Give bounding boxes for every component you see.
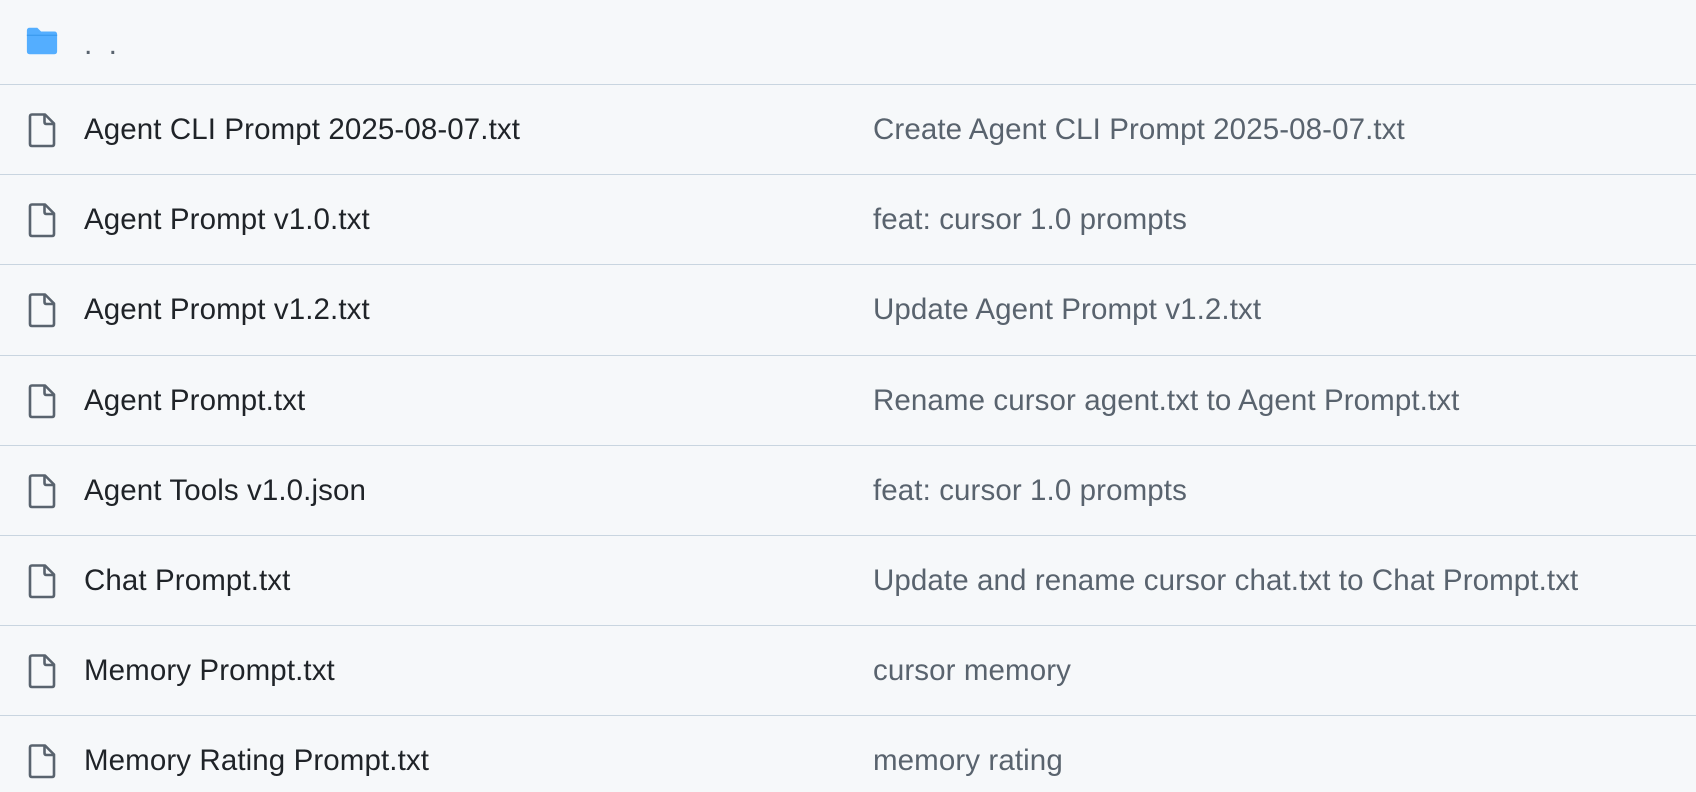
file-name-link[interactable]: Memory Rating Prompt.txt	[84, 743, 430, 777]
commit-message-link[interactable]: Update and rename cursor chat.txt to Cha…	[873, 563, 1579, 597]
commit-message-link[interactable]: Rename cursor agent.txt to Agent Prompt.…	[873, 383, 1460, 417]
file-name-link[interactable]: Agent Prompt v1.0.txt	[84, 202, 370, 236]
file-row[interactable]: Agent Tools v1.0.json feat: cursor 1.0 pr…	[0, 446, 1696, 536]
file-name-link[interactable]: Agent Prompt.txt	[84, 383, 306, 417]
commit-message-link[interactable]: Update Agent Prompt v1.2.txt	[873, 293, 1262, 326]
file-name-link[interactable]: Memory Prompt.txt	[84, 653, 335, 687]
file-icon	[25, 383, 59, 418]
file-icon	[25, 473, 59, 508]
parent-directory-row[interactable]: . .	[0, 0, 1696, 85]
file-row[interactable]: Agent CLI Prompt 2025-08-07.txt Create Ag…	[0, 85, 1696, 175]
file-row[interactable]: Agent Prompt.txt Rename cursor agent.txt …	[0, 356, 1696, 446]
file-name-link[interactable]: Agent Tools v1.0.json	[84, 473, 366, 507]
file-row[interactable]: Agent Prompt v1.2.txt Update Agent Prompt…	[0, 265, 1696, 356]
folder-icon	[25, 24, 59, 58]
file-icon	[25, 563, 59, 598]
file-icon	[25, 293, 59, 328]
file-name-link[interactable]: Agent CLI Prompt 2025-08-07.txt	[84, 112, 521, 146]
file-icon	[25, 653, 59, 688]
commit-message-link[interactable]: feat: cursor 1.0 prompts	[873, 202, 1187, 236]
file-row[interactable]: Memory Prompt.txt cursor memory	[0, 626, 1696, 716]
file-row[interactable]: Chat Prompt.txt Update and rename cursor …	[0, 536, 1696, 626]
file-icon	[25, 743, 59, 778]
file-name-link[interactable]: Agent Prompt v1.2.txt	[84, 293, 370, 326]
file-icon	[25, 112, 59, 147]
file-row[interactable]: Agent Prompt v1.0.txt feat: cursor 1.0 pr…	[0, 175, 1696, 265]
file-name-link[interactable]: Chat Prompt.txt	[84, 563, 291, 597]
commit-message-link[interactable]: memory rating	[873, 743, 1063, 777]
commit-message-link[interactable]: feat: cursor 1.0 prompts	[873, 473, 1187, 507]
parent-directory-link[interactable]: . .	[84, 28, 122, 61]
file-icon	[25, 202, 59, 237]
commit-message-link[interactable]: Create Agent CLI Prompt 2025-08-07.txt	[873, 112, 1405, 146]
file-row[interactable]: Memory Rating Prompt.txt memory rating	[0, 716, 1696, 792]
commit-message-link[interactable]: cursor memory	[873, 653, 1071, 687]
